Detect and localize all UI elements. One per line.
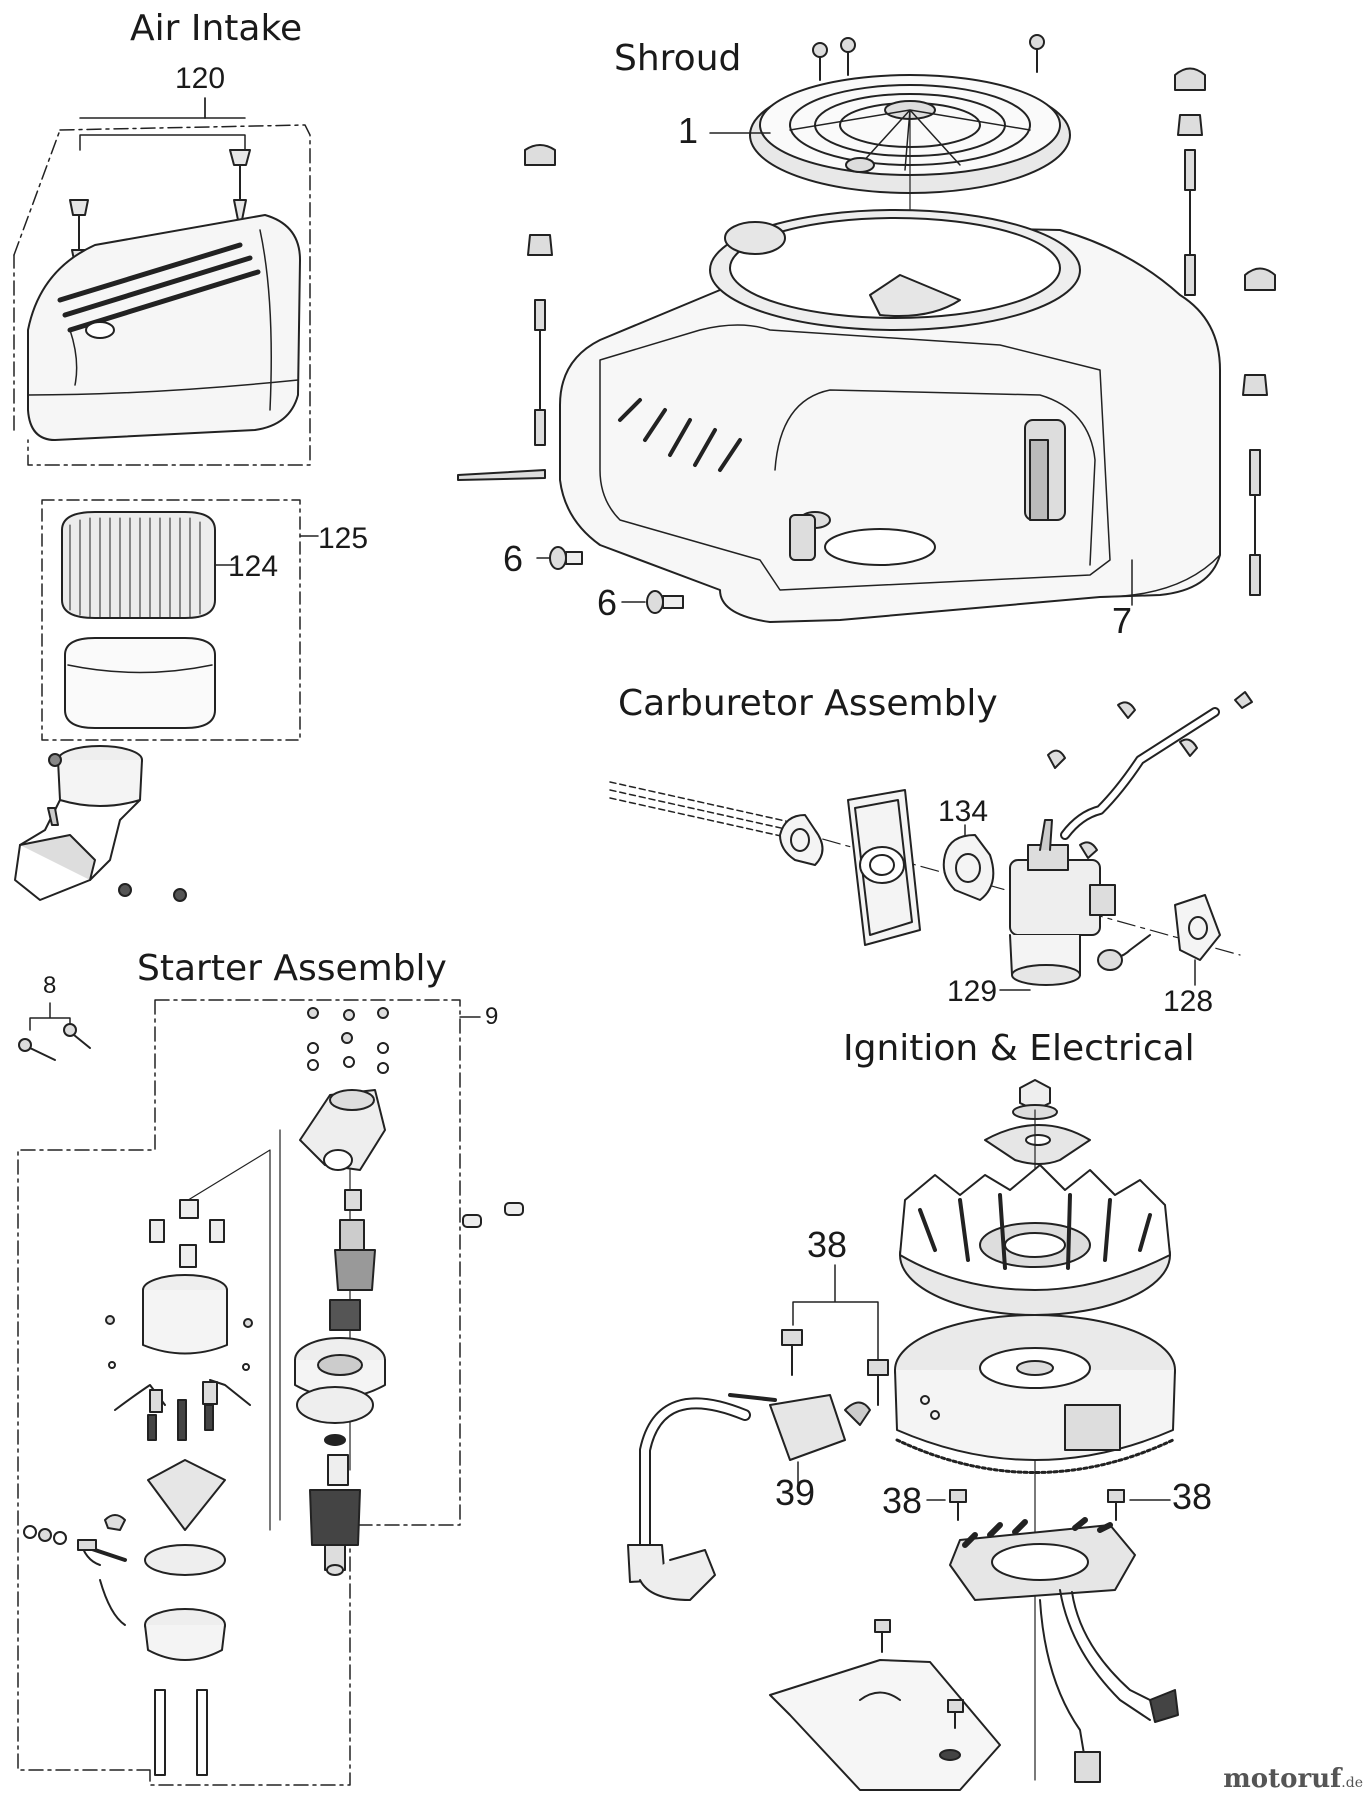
callout-134: 134 [938, 795, 989, 828]
callout-128: 128 [1163, 985, 1214, 1018]
starter-pins [462, 1202, 524, 1228]
starter-bolts [18, 1023, 91, 1061]
callout-6a: 6 [503, 538, 524, 579]
watermark-name: motoruf [1223, 1764, 1342, 1794]
starter-top-screws [307, 1007, 389, 1074]
spacer-plate [847, 789, 921, 946]
filter-boundary [41, 499, 301, 741]
starter-group [17, 999, 524, 1786]
watermark-suffix: .de [1341, 1775, 1363, 1791]
section-title-air-intake: Air Intake [130, 8, 303, 49]
ignition-shield [769, 1619, 1001, 1791]
starter-boundary [17, 999, 461, 1786]
starter-leftside [23, 1129, 281, 1776]
callout-129: 129 [947, 975, 998, 1008]
callout-125: 125 [318, 522, 369, 555]
callout-8: 8 [43, 972, 57, 999]
section-title-carburetor: Carburetor Assembly [618, 683, 998, 724]
gasket-1 [779, 814, 824, 866]
air-cleaner-cover [27, 214, 301, 441]
ignition-group [627, 1079, 1179, 1791]
pre-cleaner [64, 637, 216, 729]
starter-drive [329, 1189, 376, 1366]
bracket-38 [792, 1264, 879, 1361]
flywheel-nut [1012, 1079, 1058, 1120]
callout-1: 1 [678, 110, 699, 151]
air-filter-element [61, 511, 236, 619]
callout-6b: 6 [597, 582, 618, 623]
watermark-logo: motoruf.de [1223, 1764, 1363, 1794]
alternator-stator [949, 1517, 1179, 1783]
armature-bolts [781, 1329, 889, 1406]
callout-120: 120 [175, 62, 226, 95]
callout-38-right: 38 [1172, 1476, 1213, 1517]
flywheel [894, 1314, 1176, 1474]
carb-studs [609, 781, 791, 839]
carburetor-group [609, 691, 1253, 991]
air-intake-boundary [13, 124, 311, 466]
callout-39: 39 [775, 1472, 816, 1513]
section-title-ignition: Ignition & Electrical [843, 1028, 1195, 1069]
housing-screw-6a [536, 546, 583, 570]
ignition-armature [627, 1393, 871, 1601]
carburetor-body [999, 819, 1151, 991]
housing-hardware [457, 67, 1276, 596]
blower-housing [559, 209, 1221, 623]
housing-screw-6b [621, 590, 684, 614]
stator-bolts [926, 1489, 1171, 1521]
air-cleaner-screw-right [229, 149, 251, 221]
callout-124: 124 [228, 550, 279, 583]
air-intake-group [13, 97, 311, 466]
callout-38-left: 38 [882, 1480, 923, 1521]
section-title-starter: Starter Assembly [137, 948, 447, 989]
callout-9: 9 [485, 1003, 499, 1030]
starter-end-cap [294, 1337, 386, 1446]
screen-screws [812, 34, 1045, 81]
solenoid [299, 1089, 386, 1171]
air-intake-elbow [14, 745, 187, 902]
callout-7: 7 [1112, 600, 1133, 641]
flywheel-washer [984, 1124, 1091, 1165]
fuel-line [1047, 691, 1253, 859]
section-title-shroud: Shroud [614, 38, 742, 79]
fan-flywheel [899, 1164, 1171, 1316]
shroud-group [457, 34, 1276, 623]
gasket-134 [942, 824, 995, 901]
callout-38-top: 38 [807, 1224, 848, 1265]
filter-group [41, 499, 319, 741]
armature [309, 1454, 361, 1576]
bracket-8 [29, 1002, 71, 1031]
bracket-120 [79, 97, 246, 151]
gasket-128 [1174, 894, 1221, 986]
